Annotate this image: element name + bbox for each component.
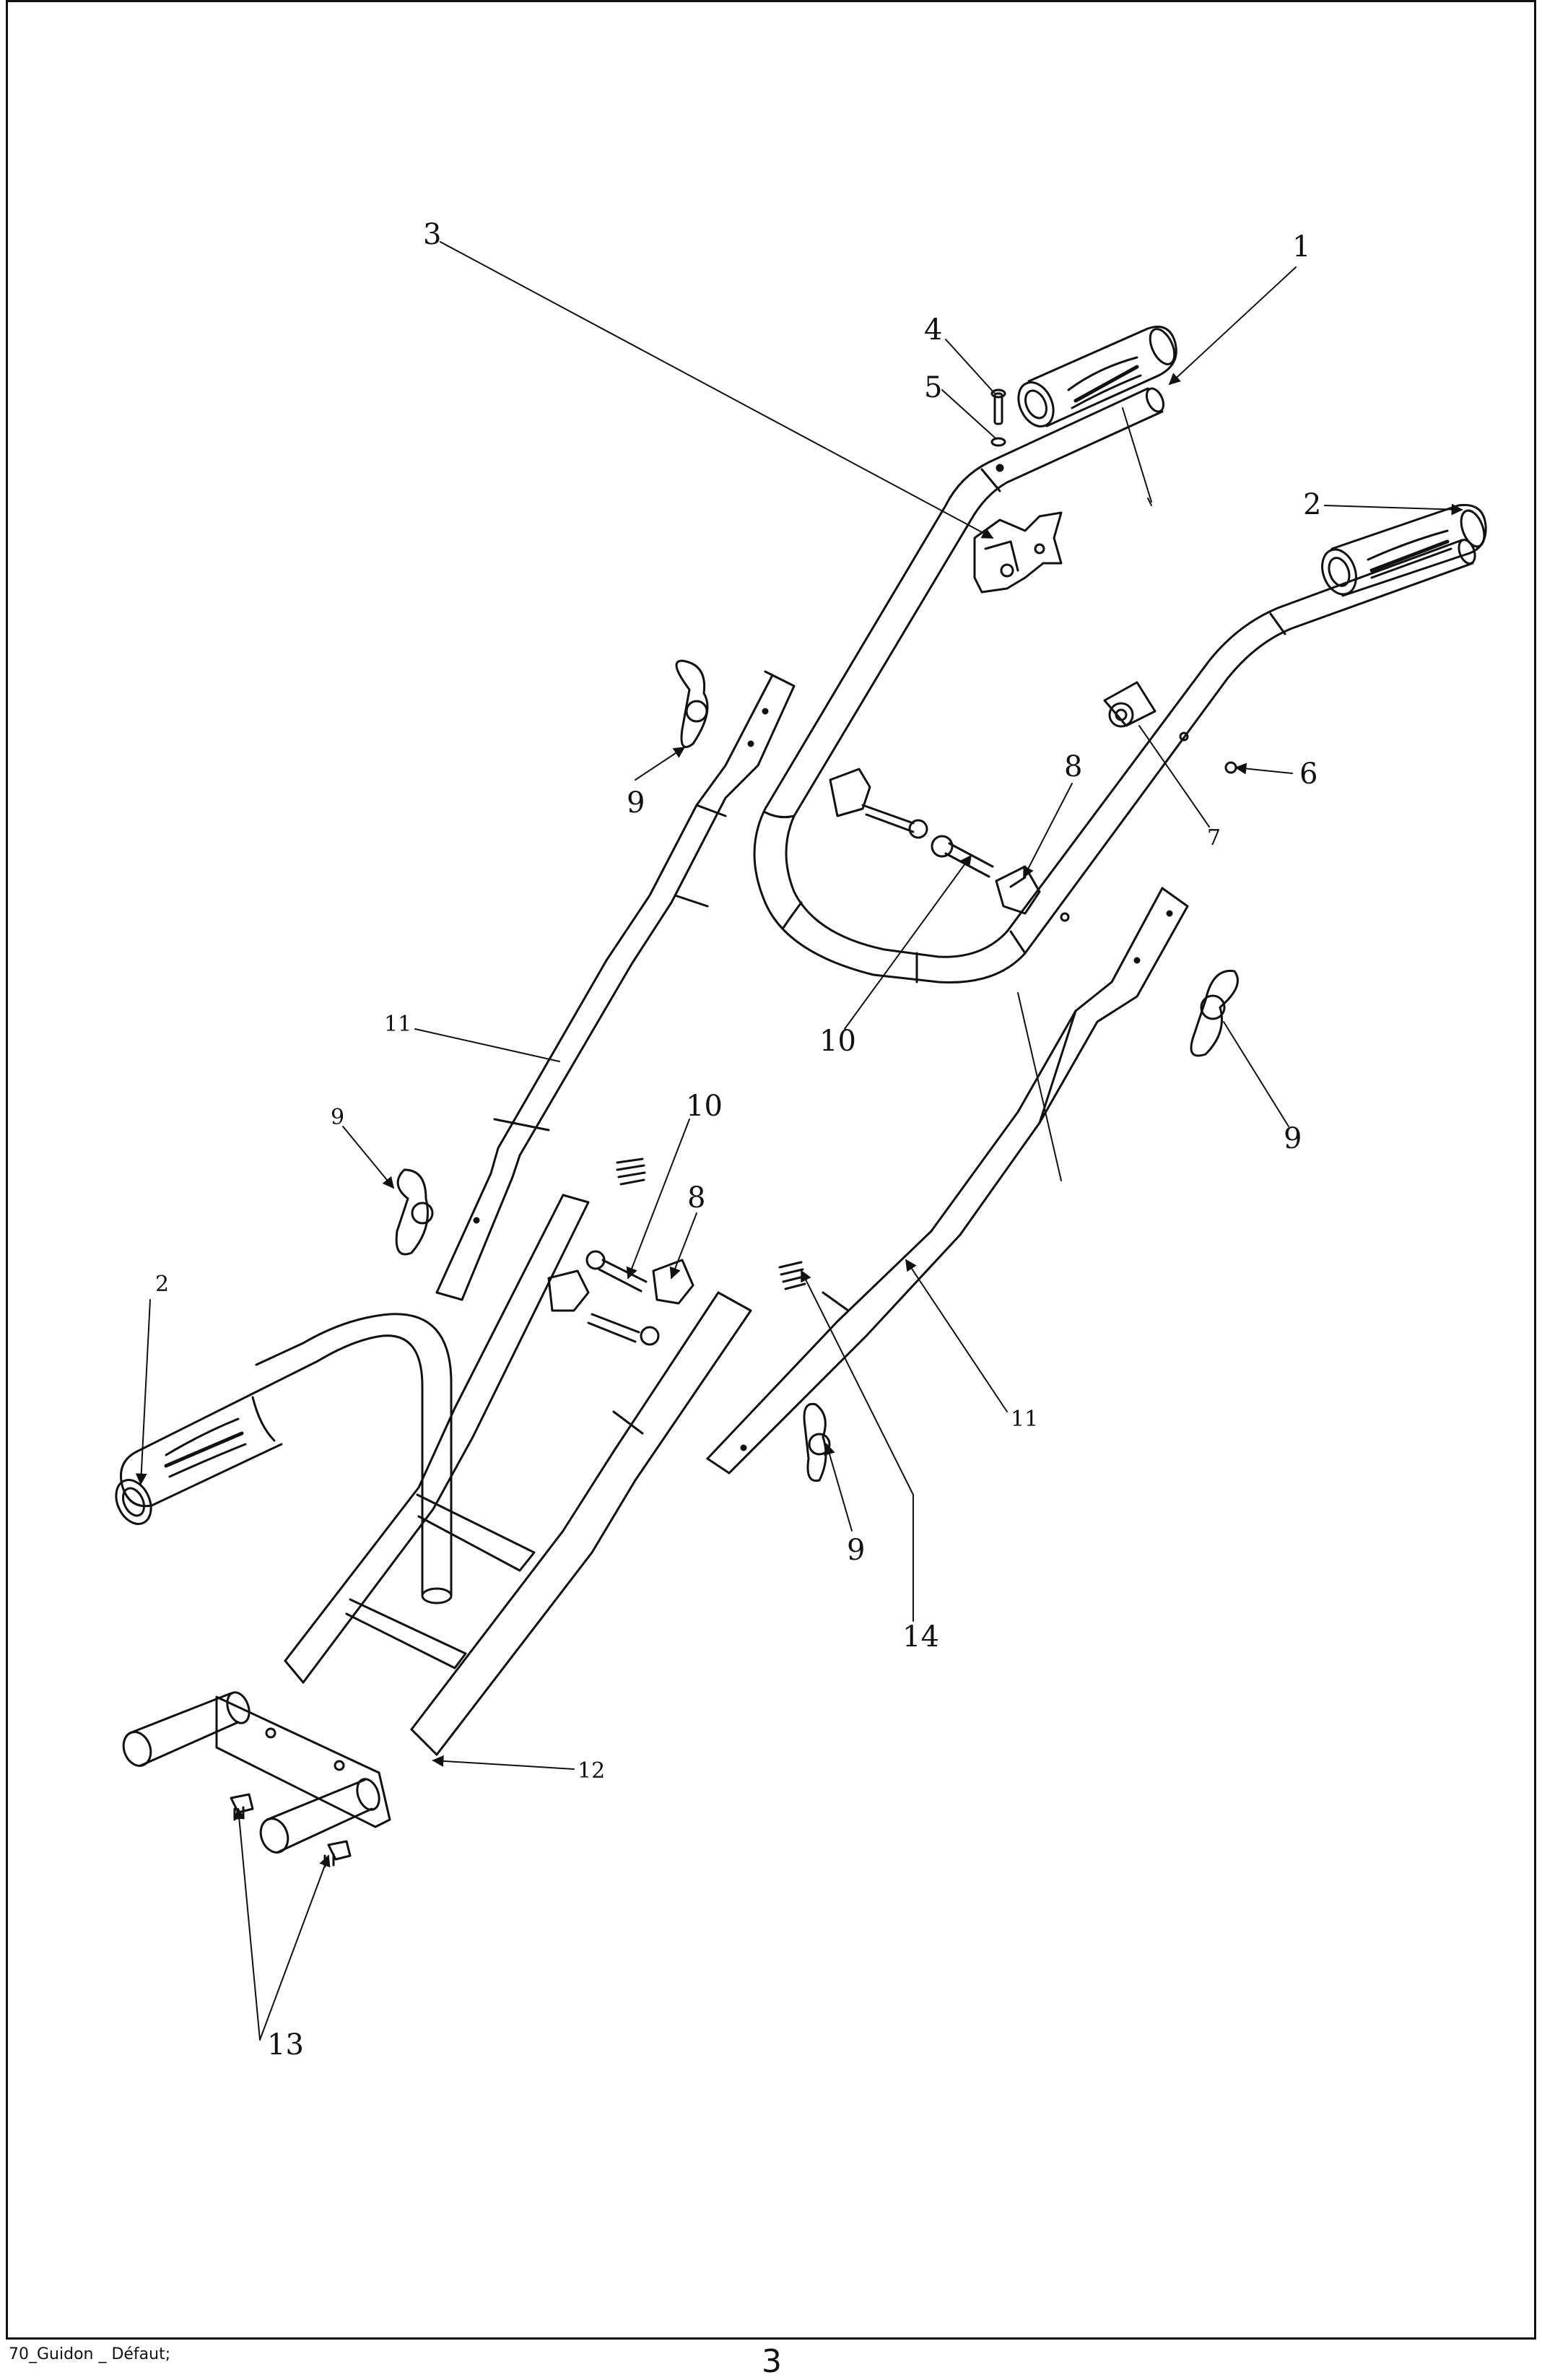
upper-clamp-assembly: [829, 768, 1041, 915]
handle-grip-right: [1321, 503, 1487, 597]
throttle-lever: [973, 511, 1063, 594]
callout-10-lower: 10: [686, 1090, 723, 1123]
wing-nut-right: [1190, 970, 1239, 1057]
spring-upper: [616, 1158, 646, 1186]
callout-6: 6: [1299, 757, 1317, 791]
handle-grip-lower-left: [115, 1385, 283, 1525]
page-number: 3: [762, 2343, 782, 2380]
lower-clamp-assembly: [547, 1250, 694, 1346]
wing-nut-lower: [803, 1402, 831, 1482]
callout-9-lower: 9: [847, 1534, 865, 1567]
callout-9-upper: 9: [627, 786, 645, 820]
right-extension-tube: [706, 887, 1189, 1475]
callout-13: 13: [267, 2028, 304, 2062]
callout-12: 12: [578, 1758, 605, 1784]
upper-handlebar-frame: [753, 387, 1476, 983]
callout-11-lower: 11: [1011, 1407, 1038, 1432]
callout-1: 1: [1292, 230, 1310, 264]
screw-and-washer: [990, 388, 1006, 447]
spring-lower: [778, 1261, 806, 1290]
callout-7: 7: [1207, 825, 1221, 851]
callout-labels: 1 2 3 4 5 6 7 8 9 10 11 9 9 10 8 2 11 9 …: [155, 218, 1321, 2062]
callout-2-left: 2: [155, 1272, 169, 1297]
drawing-sheet-border: [6, 0, 1536, 2340]
callout-9-right: 9: [1284, 1122, 1302, 1155]
leader-lines: [135, 241, 1463, 2041]
wing-nut-left: [395, 1168, 434, 1256]
callout-5: 5: [924, 371, 942, 404]
callout-2-right: 2: [1303, 488, 1321, 521]
callout-9-left: 9: [331, 1105, 344, 1130]
callout-10-upper: 10: [819, 1025, 856, 1058]
nut-6: [1224, 761, 1237, 774]
callout-3: 3: [423, 218, 441, 251]
handle-grip-top: [1017, 326, 1177, 427]
wing-nut-top: [675, 659, 709, 748]
callout-8-upper: 8: [1064, 750, 1082, 783]
callout-4: 4: [924, 313, 942, 347]
lower-handlebar-frame: [122, 1194, 752, 1854]
callout-14: 14: [902, 1620, 939, 1654]
cable-clamp: [1103, 681, 1156, 728]
footer-file-label: 70_Guidon _ Défaut;: [9, 2345, 171, 2363]
callout-11-upper: 11: [384, 1012, 411, 1037]
callout-8-lower: 8: [687, 1181, 705, 1215]
left-extension-tube: [435, 670, 796, 1301]
